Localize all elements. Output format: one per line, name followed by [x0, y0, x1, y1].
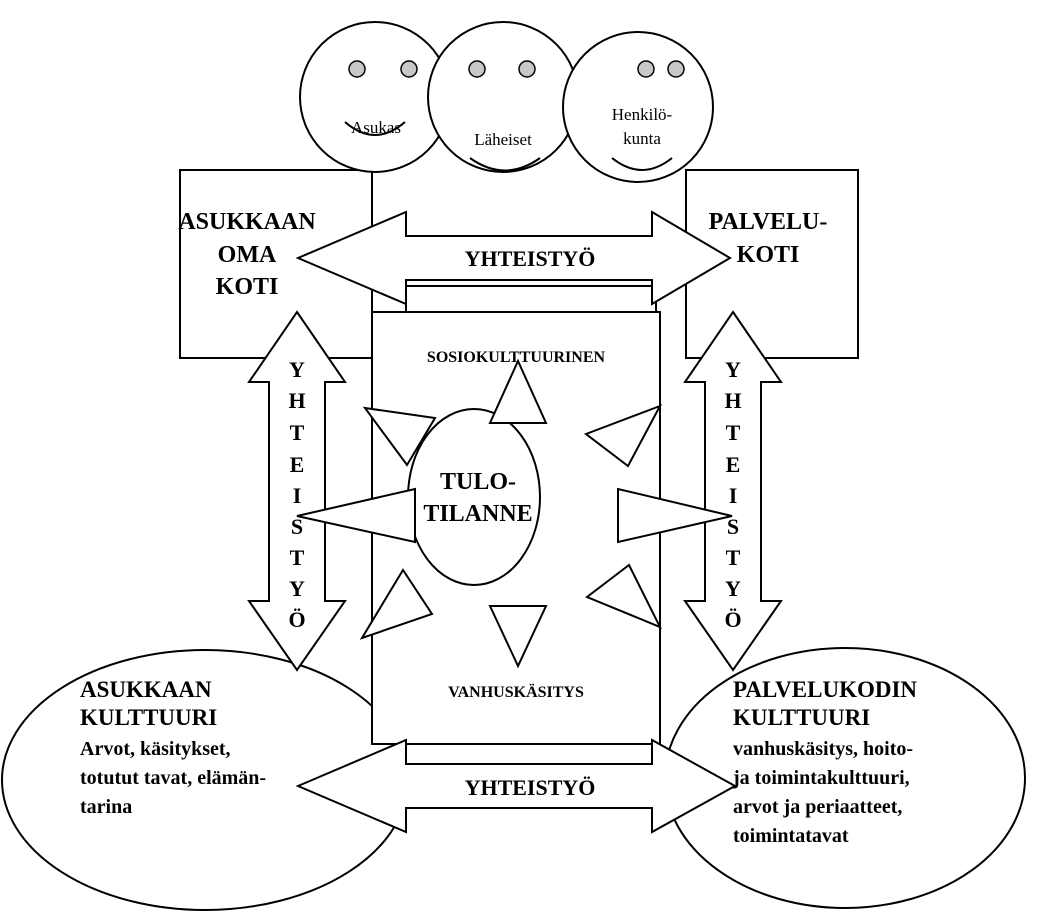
left-vertical-cooperation-label: Y H T E I S T Y Ö: [288, 357, 305, 632]
tulotilanne-line1: TULO-: [440, 469, 516, 495]
right-vertical-letter: Y: [725, 357, 741, 382]
left-culture-body-line2: totutut tavat, elämän-: [80, 767, 266, 789]
vanhuskasitys-label: VANHUSKÄSITYS: [448, 683, 584, 701]
tulotilanne-ellipse: [407, 408, 541, 586]
bottom-cooperation-label: YHTEISTYÖ: [465, 775, 596, 800]
triangle-southeast: [585, 563, 663, 629]
face-henkilokunta-eye-left: [637, 60, 655, 78]
face-asukas-smile: [344, 121, 406, 136]
left-culture-title-line2: KULTTUURI: [80, 705, 217, 730]
left-vertical-letter: T: [290, 545, 305, 570]
left-vertical-letter: E: [290, 452, 305, 477]
left-vertical-letter: Ö: [288, 607, 305, 632]
left-vertical-letter: Y: [289, 576, 305, 601]
right-culture-title-line1: PALVELUKODIN: [733, 677, 917, 702]
top-cooperation-arrow: [295, 210, 732, 306]
right-vertical-letter: T: [726, 545, 741, 570]
left-vertical-letter: S: [291, 514, 303, 539]
right-vertical-letter: I: [729, 483, 738, 508]
right-cooperation-arrow: [683, 310, 783, 672]
left-vertical-letter: I: [293, 483, 302, 508]
face-label-henkilokunta-line1: Henkilö-: [612, 105, 673, 124]
face-laheiset-smile: [469, 157, 541, 172]
right-vertical-letter: H: [724, 388, 741, 413]
face-asukas-eye-right: [400, 60, 418, 78]
face-henkilokunta-eye-right: [667, 60, 685, 78]
right-culture-body-line4: toimintatavat: [733, 825, 849, 847]
triangle-northwest: [362, 406, 437, 467]
top-cooperation-label: YHTEISTYÖ: [465, 246, 596, 271]
left-vertical-letter: H: [288, 388, 305, 413]
tulotilanne-line2: TILANNE: [423, 501, 532, 527]
right-culture-title-line2: KULTTUURI: [733, 705, 870, 730]
triangle-northeast: [583, 404, 663, 468]
right-vertical-cooperation-label: Y H T E I S T Y Ö: [724, 357, 741, 632]
left-culture-body-line3: tarina: [80, 796, 132, 818]
right-home-line1: PALVELU-: [709, 209, 828, 235]
left-home-line3: KOTI: [216, 274, 279, 300]
face-laheiset-circle: [427, 21, 579, 173]
triangle-west: [296, 487, 416, 544]
left-vertical-letter: Y: [289, 357, 305, 382]
left-vertical-letter: T: [290, 420, 305, 445]
face-laheiset-eye-left: [468, 60, 486, 78]
face-henkilokunta: [562, 31, 714, 183]
right-culture-body-line3: arvot ja periaatteet,: [733, 796, 902, 818]
left-home-line2: OMA: [218, 242, 277, 268]
face-asukas: [299, 21, 451, 173]
sosiokulttuurinen-label: SOSIOKULTTUURINEN: [427, 349, 606, 366]
right-vertical-letter: S: [727, 514, 739, 539]
right-vertical-letter: Ö: [724, 607, 741, 632]
right-vertical-letter: E: [726, 452, 741, 477]
bottom-cooperation-arrow: [295, 738, 738, 834]
left-home-line1: ASUKKAAN: [178, 209, 316, 235]
right-vertical-letter: T: [726, 420, 741, 445]
face-asukas-eye-left: [348, 60, 366, 78]
left-culture-title-line1: ASUKKAAN: [80, 677, 212, 702]
face-laheiset: [427, 21, 579, 173]
face-label-henkilokunta-line2: kunta: [623, 129, 661, 148]
triangle-southwest: [359, 568, 434, 640]
triangle-north: [488, 358, 548, 424]
right-home-line2: KOTI: [737, 242, 800, 268]
face-label-asukas: Asukas: [351, 118, 401, 137]
triangle-east: [617, 487, 733, 544]
right-culture-body-line2: ja toimintakulttuuri,: [732, 767, 910, 789]
right-vertical-letter: Y: [725, 576, 741, 601]
face-henkilokunta-smile: [611, 157, 673, 171]
face-label-laheiset: Läheiset: [474, 130, 532, 149]
left-culture-body-line1: Arvot, käsitykset,: [80, 738, 231, 760]
triangle-south: [488, 605, 548, 669]
face-laheiset-eye-right: [518, 60, 536, 78]
right-culture-body-line1: vanhuskäsitys, hoito-: [733, 738, 913, 760]
left-cooperation-arrow: [247, 310, 347, 672]
